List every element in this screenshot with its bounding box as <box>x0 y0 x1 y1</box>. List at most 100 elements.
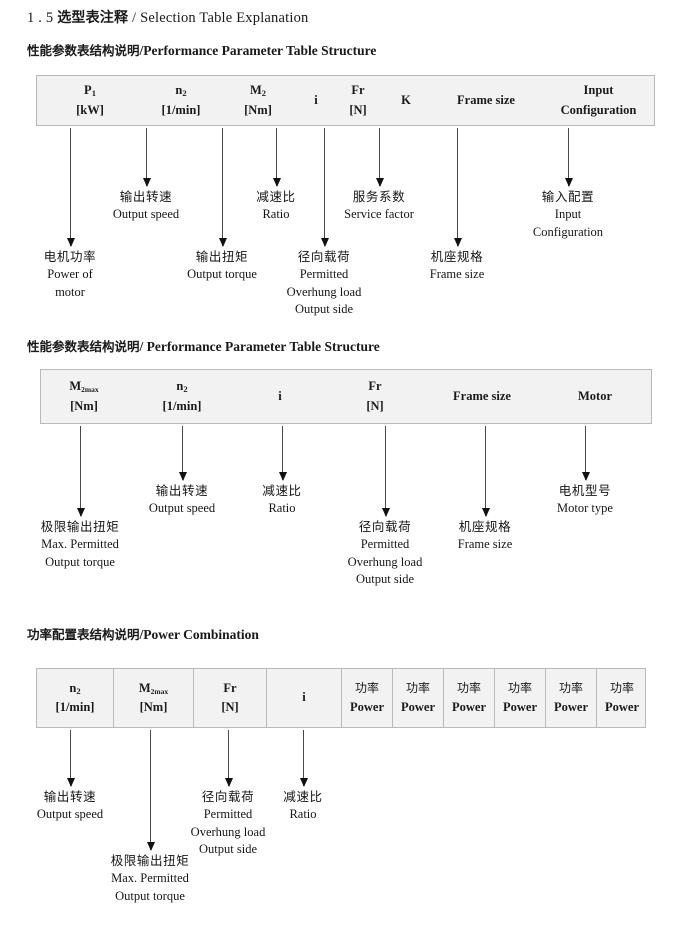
annotation-english-2: motor <box>55 284 85 299</box>
annotation-motor-type: 电机型号 Motor type <box>557 482 613 518</box>
annotation-chinese: 极限输出扭矩 <box>110 853 190 868</box>
cell-symbol: 功率 <box>507 681 532 696</box>
table-header-cell-power-1: 功率 Power <box>341 669 392 727</box>
table-header-cell-i: i <box>237 370 323 423</box>
cell-symbol: Frame size <box>453 388 511 403</box>
annotation-english-2: Overhung load <box>286 284 362 299</box>
cell-unit: [N] <box>366 398 384 413</box>
annotation-english-2: Overhung load <box>190 824 266 839</box>
table-header-cell-power-5: 功率 Power <box>545 669 596 727</box>
cell-unit: Power <box>400 699 435 714</box>
cell-symbol: i <box>278 388 282 403</box>
annotation-english-1: Motor type <box>557 500 613 515</box>
cell-symbol: 功率 <box>405 681 430 696</box>
annotation-english-1: Output torque <box>187 266 257 281</box>
cell-unit: Power <box>349 699 384 714</box>
annotation-english-2: Configuration <box>532 224 604 239</box>
annotation-chinese: 减速比 <box>262 483 302 498</box>
annotation-english-1: Ratio <box>268 500 296 515</box>
annotation-output-speed: 输出转速 Output speed <box>113 188 179 224</box>
annotation-overhung-load: 径向载荷 Permitted Overhung load Output side <box>191 788 266 859</box>
annotation-english-1: Frame size <box>457 536 513 551</box>
section-heading-power-combination: 功率配置表结构说明/Power Combination <box>27 624 259 643</box>
arrow-to-power-of-motor <box>66 128 75 247</box>
annotation-english-1: Power of <box>47 266 93 281</box>
table-header-cell-fr: Fr [N] <box>323 370 427 423</box>
annotation-chinese: 输出转速 <box>155 483 209 498</box>
cell-unit: Power <box>451 699 486 714</box>
annotation-ratio: 减速比 Ratio <box>283 788 322 824</box>
annotation-chinese: 径向载荷 <box>297 249 351 264</box>
table-header-cell-m2: M2 [Nm] <box>219 76 297 125</box>
cell-unit: Power <box>553 699 588 714</box>
table-header-cell-input-configuration: Input Configuration <box>541 76 656 125</box>
section-heading-english: /Performance Parameter Table Structure <box>139 43 377 58</box>
annotation-english-2: Output torque <box>45 554 115 569</box>
annotation-overhung-load: 径向载荷 Permitted Overhung load Output side <box>287 248 362 319</box>
annotation-english-1: Output speed <box>112 206 180 221</box>
section-heading-chinese: 功率配置表结构说明 <box>27 627 140 642</box>
annotation-english-3: Output side <box>295 302 353 317</box>
arrow-to-ratio <box>299 730 308 787</box>
page-title-separator: / <box>132 10 137 26</box>
cell-unit: Configuration <box>560 102 637 117</box>
cell-unit: Power <box>502 699 537 714</box>
cell-symbol: n2 <box>176 379 188 395</box>
annotation-english-1: Permitted <box>203 806 253 821</box>
annotation-english-1: Permitted <box>299 266 349 281</box>
cell-symbol: M2max <box>138 680 169 696</box>
arrow-to-motor-type <box>581 426 590 481</box>
cell-unit: [N] <box>221 700 239 714</box>
cell-symbol: n2 <box>69 680 81 696</box>
annotation-english-1: Ratio <box>262 206 290 221</box>
cell-unit: [kW] <box>76 102 104 117</box>
annotation-english-1: Max. Permitted <box>111 870 189 885</box>
annotation-english-1: Frame size <box>429 266 485 281</box>
cell-symbol: M2 <box>249 83 267 99</box>
arrow-to-overhung-load <box>224 730 233 787</box>
annotation-output-speed: 输出转速 Output speed <box>149 482 215 518</box>
cell-unit: [1/min] <box>55 700 95 714</box>
annotation-english-2: Overhung load <box>347 554 423 569</box>
annotation-ratio: 减速比 Ratio <box>262 482 301 518</box>
table-header-cell-motor: Motor <box>537 370 653 423</box>
section-heading-english: / Performance Parameter Table Structure <box>139 339 380 354</box>
arrow-to-output-speed <box>66 730 75 787</box>
annotation-chinese: 机座规格 <box>430 249 484 264</box>
arrow-to-output-speed <box>142 128 151 187</box>
cell-symbol: 功率 <box>609 681 634 696</box>
cell-symbol: 功率 <box>558 681 583 696</box>
annotation-chinese: 减速比 <box>283 789 323 804</box>
table-header-cell-power-6: 功率 Power <box>596 669 647 727</box>
annotation-chinese: 电机功率 <box>43 249 97 264</box>
annotation-english-2: Output torque <box>115 888 185 903</box>
annotation-chinese: 径向载荷 <box>201 789 255 804</box>
page-title-english: Selection Table Explanation <box>140 10 309 26</box>
annotation-frame-size: 机座规格 Frame size <box>458 518 513 554</box>
table-header-cell-p1: P1 [kW] <box>37 76 143 125</box>
cell-unit: [1/min] <box>162 398 202 413</box>
table-header-cell-i: i <box>266 669 341 727</box>
cell-symbol: 功率 <box>456 681 481 696</box>
table-header-cell-power-2: 功率 Power <box>392 669 443 727</box>
cell-symbol: 功率 <box>354 681 379 696</box>
annotation-english-3: Output side <box>199 842 257 857</box>
cell-symbol: i <box>314 92 318 107</box>
table-header-cell-power-3: 功率 Power <box>443 669 494 727</box>
arrow-to-ratio <box>272 128 281 187</box>
performance-parameter-table-1: P1 [kW] n2 [1/min] M2 [Nm] i Fr [N] K Fr… <box>36 75 655 126</box>
annotation-max-output-torque: 极限输出扭矩 Max. Permitted Output torque <box>111 852 190 905</box>
annotation-input-configuration: 输入配置 Input Configuration <box>533 188 603 241</box>
annotation-english-1: Ratio <box>289 806 317 821</box>
table-header-cell-frame-size: Frame size <box>427 370 537 423</box>
section-heading-performance-parameter-2: 性能参数表结构说明/ Performance Parameter Table S… <box>27 336 380 355</box>
annotation-chinese: 输出扭矩 <box>195 249 249 264</box>
table-header-cell-n2: n2 [1/min] <box>37 669 113 727</box>
cell-unit: [Nm] <box>70 398 98 413</box>
section-heading-performance-parameter-1: 性能参数表结构说明/Performance Parameter Table St… <box>27 40 376 59</box>
annotation-english-1: Max. Permitted <box>41 536 119 551</box>
annotation-chinese: 输出转速 <box>43 789 97 804</box>
annotation-overhung-load: 径向载荷 Permitted Overhung load Output side <box>348 518 423 589</box>
annotation-output-torque: 输出扭矩 Output torque <box>187 248 257 284</box>
annotation-chinese: 输入配置 <box>541 189 595 204</box>
